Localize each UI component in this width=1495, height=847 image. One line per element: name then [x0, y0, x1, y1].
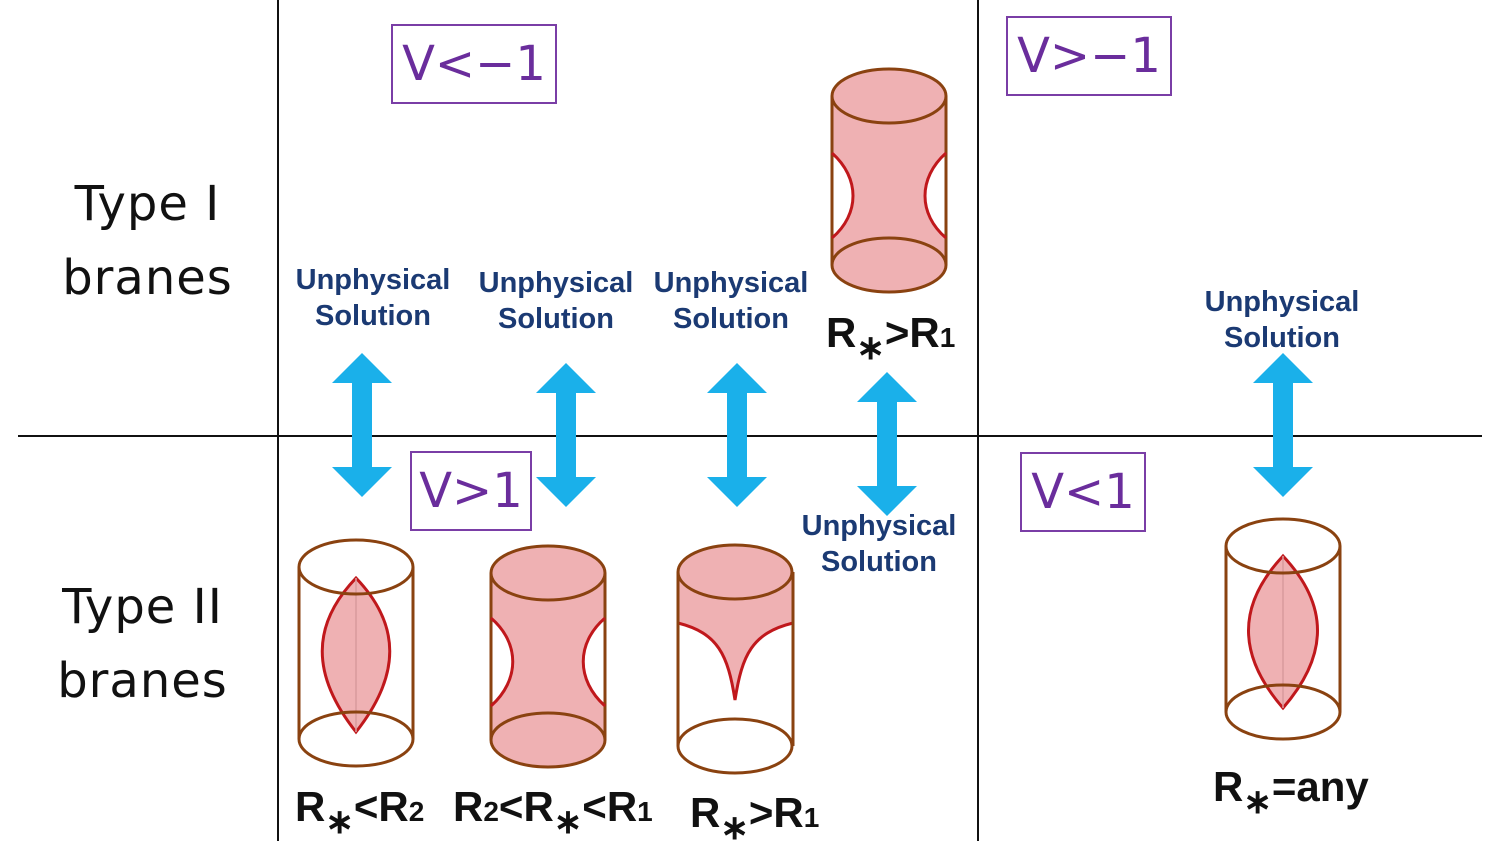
cond-r: R — [295, 783, 326, 830]
cond-star: ∗ — [553, 803, 583, 841]
cond-r: R — [523, 783, 554, 830]
region-box-v-lt-minus1: V<−1 — [391, 24, 557, 104]
cond-star: ∗ — [720, 809, 749, 847]
cond-rel: = — [1271, 763, 1297, 810]
unphysical-label-4-line2: Solution — [821, 546, 937, 578]
cond-lsub: 2 — [483, 796, 499, 827]
unphysical-label-3: Unphysical Solution — [640, 265, 822, 337]
unphysical-label-2-line2: Solution — [498, 303, 614, 335]
unphysical-label-3-line2: Solution — [673, 303, 789, 335]
arrow-col1 — [332, 353, 392, 497]
cond-rel2: < — [582, 783, 607, 830]
cylinder-type2-rstar-lt-r2 — [297, 538, 415, 768]
cylinder-type2-r2-lt-rstar-lt-r1 — [489, 544, 607, 769]
region-box-v-lt-1: V<1 — [1020, 452, 1146, 532]
cond-sub: 2 — [408, 796, 425, 827]
cond-rel: > — [884, 309, 910, 356]
cond-star: ∗ — [856, 329, 885, 367]
cond-sub: 1 — [939, 322, 956, 353]
cond-sub: 1 — [803, 802, 820, 833]
cond-sub: 1 — [637, 796, 653, 827]
unphysical-label-1-line1: Unphysical — [295, 264, 451, 296]
arrow-col4 — [857, 372, 917, 516]
cond-r: R — [826, 309, 857, 356]
unphysical-label-2: Unphysical Solution — [465, 265, 647, 337]
cond-rel: < — [353, 783, 379, 830]
arrow-col5 — [1253, 353, 1313, 497]
unphysical-label-2-line1: Unphysical — [478, 267, 634, 299]
row-label-type1-line1: Type I — [74, 176, 221, 232]
cond-rhs: R — [909, 309, 940, 356]
unphysical-label-3-line1: Unphysical — [653, 267, 809, 299]
cond-rhs: R — [773, 789, 804, 836]
unphysical-label-4: Unphysical Solution — [788, 508, 970, 580]
unphysical-label-1-line2: Solution — [315, 300, 431, 332]
cond-r: R — [690, 789, 721, 836]
unphysical-label-5: Unphysical Solution — [1191, 284, 1373, 356]
unphysical-label-4-line1: Unphysical — [801, 510, 957, 542]
cylinder-type2-rstar-gt-r1 — [676, 543, 795, 775]
row-label-type1-line2: branes — [62, 250, 233, 306]
condition-rstar-lt-r2: R∗<R2 — [295, 783, 425, 840]
cond-r: R — [1213, 763, 1244, 810]
cond-lhs: R — [453, 783, 484, 830]
cond-rhs: R — [606, 783, 638, 830]
unphysical-label-1: Unphysical Solution — [282, 262, 464, 334]
row-label-type2-line1: Type II — [62, 579, 223, 635]
cond-rel1: < — [498, 783, 524, 830]
condition-type2-rstar-gt-r1: R∗>R1 — [690, 789, 820, 846]
cond-star: ∗ — [1243, 783, 1272, 821]
condition-rstar-any: R∗=any — [1213, 763, 1369, 820]
cylinder-type2-rstar-any — [1224, 517, 1342, 741]
row-label-type1: Type I branes — [40, 180, 255, 302]
cond-star: ∗ — [325, 803, 354, 841]
condition-type1-rstar-gt-r1: R∗>R1 — [826, 309, 956, 366]
unphysical-label-5-line1: Unphysical — [1204, 286, 1360, 318]
unphysical-label-5-line2: Solution — [1224, 322, 1340, 354]
cylinder-type1-rstar-gt-r1 — [830, 67, 948, 294]
region-box-v-gt-minus1: V>−1 — [1006, 16, 1172, 96]
row-label-type2-line2: branes — [57, 653, 228, 709]
region-box-v-gt-1: V>1 — [410, 451, 532, 531]
condition-r2-lt-rstar-lt-r1: R2<R∗<R1 — [453, 783, 653, 840]
cond-rhs: any — [1296, 763, 1369, 810]
row-label-type2: Type II branes — [30, 583, 255, 705]
cond-rhs: R — [378, 783, 409, 830]
cond-rel: > — [748, 789, 774, 836]
